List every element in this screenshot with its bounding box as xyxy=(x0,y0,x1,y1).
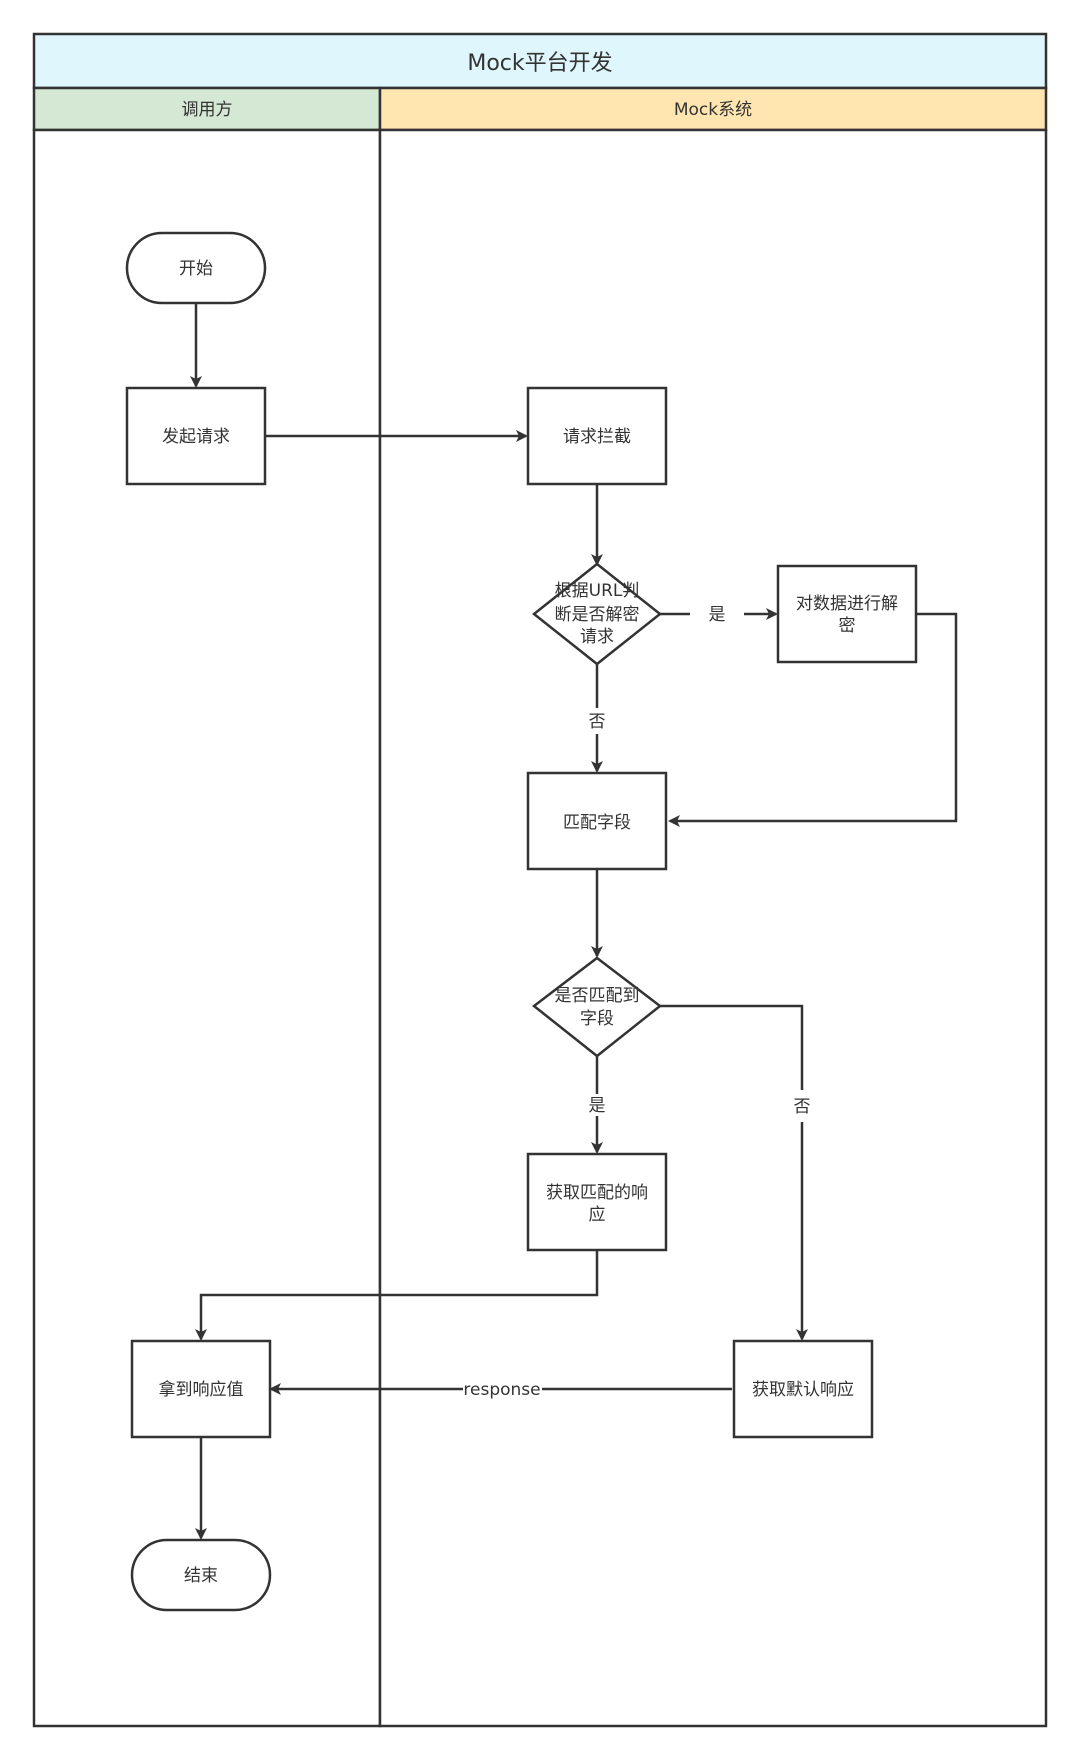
edge-label-no-match: 否 xyxy=(794,1097,811,1117)
diagram-title: Mock平台开发 xyxy=(467,51,612,76)
node-decrypt-check xyxy=(531,562,663,666)
edge-check2-default-top xyxy=(660,1004,804,1090)
edge-label-no-decrypt: 否 xyxy=(589,712,606,732)
node-label-start: 开始 xyxy=(179,259,213,279)
title-bar xyxy=(32,32,1048,90)
lane-label-mock: Mock系统 xyxy=(674,100,752,120)
lane-header-caller xyxy=(32,86,382,132)
edge-label-yes-match: 是 xyxy=(589,1096,606,1116)
node-label-receive: 拿到响应值 xyxy=(159,1379,244,1400)
lane-body-caller xyxy=(32,128,382,1728)
node-label-decrypt-2: 密 xyxy=(839,616,856,636)
node-label-end: 结束 xyxy=(184,1566,218,1586)
node-start xyxy=(125,231,267,305)
node-label-get-match-1: 获取匹配的响 xyxy=(546,1183,648,1203)
node-decrypt xyxy=(776,564,918,664)
node-receive xyxy=(130,1339,272,1439)
node-matched-check xyxy=(531,956,663,1058)
node-label-default: 获取默认响应 xyxy=(752,1380,854,1400)
node-default xyxy=(732,1339,874,1439)
node-label-decrypt-check-2: 断是否解密 xyxy=(555,605,640,625)
node-label-decrypt-check-3: 请求 xyxy=(580,627,614,647)
node-get-match xyxy=(526,1152,668,1252)
node-label-matched-check-1: 是否匹配到 xyxy=(555,986,640,1006)
node-label-decrypt-1: 对数据进行解 xyxy=(796,594,898,614)
lane-body-mock xyxy=(378,128,1048,1728)
node-label-decrypt-check-1: 根据URL判 xyxy=(555,581,640,601)
node-end xyxy=(130,1538,272,1612)
node-label-get-match-2: 应 xyxy=(589,1205,606,1225)
node-label-match: 匹配字段 xyxy=(563,813,631,833)
node-intercept xyxy=(526,386,668,486)
node-send xyxy=(125,386,267,486)
edge-label-yes-decrypt: 是 xyxy=(709,605,726,625)
node-label-send: 发起请求 xyxy=(162,427,230,447)
lane-label-caller: 调用方 xyxy=(182,100,233,120)
edge-label-response: response xyxy=(463,1380,540,1400)
node-label-intercept: 请求拦截 xyxy=(563,427,631,447)
node-match xyxy=(526,771,668,871)
edge-decrypt-match xyxy=(668,612,958,827)
node-label-matched-check-2: 字段 xyxy=(580,1009,614,1029)
edge-getmatch-receive xyxy=(195,1250,599,1341)
